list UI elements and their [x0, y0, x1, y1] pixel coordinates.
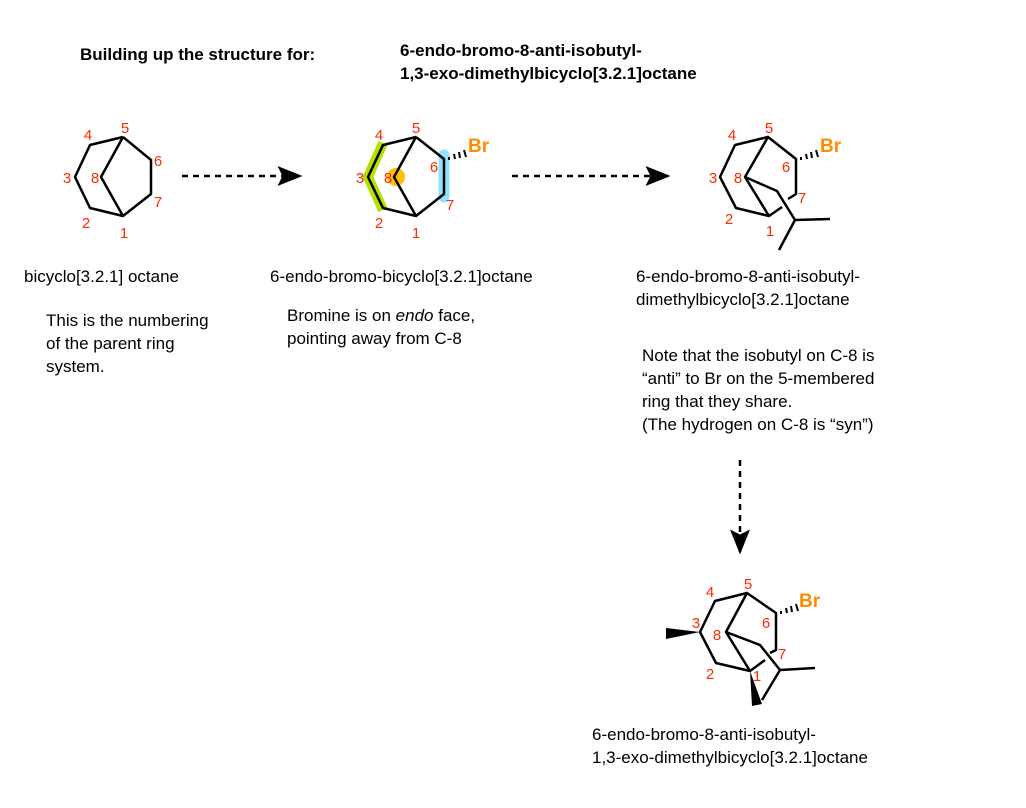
step2-note-line1: Bromine is on endo face, [287, 306, 476, 325]
step1-note-line3: system. [46, 357, 105, 376]
svg-text:6: 6 [762, 615, 770, 632]
molecule-bicyclooctane: 4 5 6 3 8 7 2 1 [63, 120, 162, 242]
svg-text:3: 3 [709, 170, 717, 187]
svg-text:2: 2 [725, 211, 733, 228]
step3-note-line3: ring that they share. [642, 392, 793, 411]
molecule-endo-bromo: Br 4 5 6 3 8 7 2 1 [356, 120, 490, 242]
svg-text:7: 7 [778, 646, 786, 663]
svg-text:7: 7 [446, 197, 454, 214]
svg-text:1: 1 [766, 223, 774, 240]
svg-text:1: 1 [412, 225, 420, 242]
svg-text:7: 7 [154, 194, 162, 211]
step1-note-line1: This is the numbering [46, 311, 209, 330]
svg-text:3: 3 [63, 170, 71, 187]
svg-text:4: 4 [728, 127, 736, 144]
svg-text:Br: Br [468, 136, 490, 157]
svg-text:5: 5 [121, 120, 129, 137]
step2-note-line2: pointing away from C-8 [287, 329, 462, 348]
svg-text:8: 8 [384, 170, 392, 187]
molecule-isobutyl: Br 4 5 6 3 8 7 2 1 [709, 120, 842, 251]
svg-text:Br: Br [820, 136, 842, 157]
svg-text:6: 6 [154, 153, 162, 170]
step3-name-line1: 6-endo-bromo-8-anti-isobutyl- [636, 267, 860, 286]
svg-text:2: 2 [82, 215, 90, 232]
svg-text:1: 1 [753, 668, 761, 685]
step3-name-line2: dimethylbicyclo[3.2.1]octane [636, 290, 850, 309]
svg-text:3: 3 [692, 615, 700, 632]
svg-text:8: 8 [734, 170, 742, 187]
svg-text:6: 6 [430, 159, 438, 176]
svg-text:8: 8 [91, 170, 99, 187]
step2-name: 6-endo-bromo-bicyclo[3.2.1]octane [270, 267, 533, 286]
svg-text:2: 2 [375, 215, 383, 232]
step3-note-line1: Note that the isobutyl on C-8 is [642, 346, 875, 365]
step4-name-line1: 6-endo-bromo-8-anti-isobutyl- [592, 725, 816, 744]
svg-text:5: 5 [412, 120, 420, 137]
molecule-final: Br 4 5 6 3 8 7 2 1 [666, 576, 821, 706]
highlight-c2-c3-c4 [362, 140, 388, 213]
svg-text:Br: Br [799, 591, 821, 612]
intro-heading: Building up the structure for: [80, 45, 316, 64]
svg-text:1: 1 [120, 225, 128, 242]
step4-name-line2: 1,3-exo-dimethylbicyclo[3.2.1]octane [592, 748, 868, 767]
svg-text:7: 7 [798, 190, 806, 207]
step1-note-line2: of the parent ring [46, 334, 175, 353]
step1-name: bicyclo[3.2.1] octane [24, 267, 179, 286]
target-name-line2: 1,3-exo-dimethylbicyclo[3.2.1]octane [400, 64, 697, 83]
step3-note-line4: (The hydrogen on C-8 is “syn”) [642, 415, 874, 434]
highlight-c8 [387, 168, 405, 186]
svg-text:4: 4 [706, 584, 714, 601]
methyl-wedge-c3 [666, 628, 700, 639]
svg-text:8: 8 [713, 627, 721, 644]
svg-text:6: 6 [782, 159, 790, 176]
target-name-line1: 6-endo-bromo-8-anti-isobutyl- [400, 41, 642, 60]
svg-text:5: 5 [765, 120, 773, 137]
svg-text:3: 3 [356, 170, 364, 187]
svg-text:4: 4 [84, 127, 92, 144]
svg-text:4: 4 [375, 127, 383, 144]
svg-text:2: 2 [706, 666, 714, 683]
svg-text:5: 5 [744, 576, 752, 593]
methyl-wedge-c1 [750, 671, 762, 706]
step3-note-line2: “anti” to Br on the 5-membered [642, 369, 875, 388]
